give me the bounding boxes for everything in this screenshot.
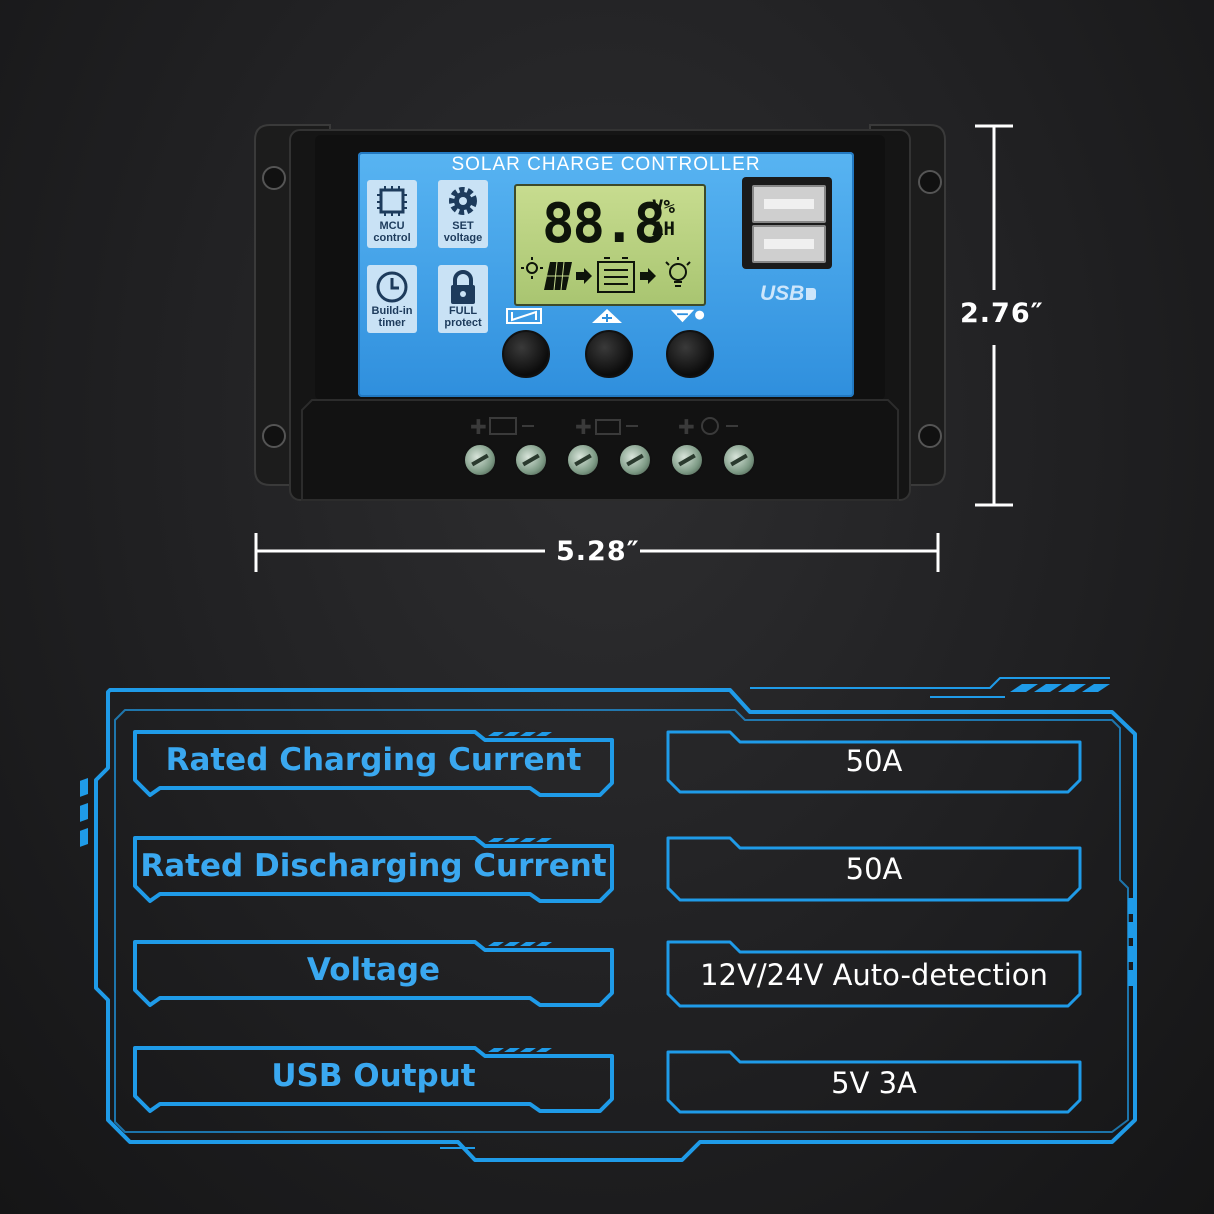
down-arrow-icon xyxy=(670,309,705,323)
spec-label-usb-output: USB Output xyxy=(271,1058,476,1094)
usb-port[interactable] xyxy=(752,225,826,263)
terminal-screw xyxy=(618,443,652,477)
spec-value-rated-discharging-current: 50A xyxy=(845,852,903,886)
usb-port[interactable] xyxy=(752,185,826,223)
feature-label: control xyxy=(373,232,411,244)
chip-icon xyxy=(377,186,407,216)
terminal-screw xyxy=(566,443,600,477)
clock-icon xyxy=(376,271,408,303)
mount-hole xyxy=(262,166,286,190)
menu-button[interactable] xyxy=(502,330,550,378)
lcd-unit-top: V% xyxy=(652,196,675,218)
lock-icon xyxy=(451,270,475,304)
lcd-digits: 88.8 xyxy=(542,192,666,255)
usb-ports xyxy=(742,177,832,269)
lcd-unit-bottom: AH xyxy=(652,218,675,240)
usb-label: USB xyxy=(760,282,817,306)
lcd-display: 88.8 V% AH xyxy=(514,184,706,306)
spec-value-voltage: 12V/24V Auto-detection xyxy=(700,958,1048,992)
bulb-icon xyxy=(665,257,691,287)
feature-label: protect xyxy=(444,317,482,329)
panel-title: SOLAR CHARGE CONTROLLER xyxy=(451,154,761,175)
feature-label: SET xyxy=(452,220,474,232)
height-dimension: 2.76″ xyxy=(960,298,1044,329)
lcd-units: V% AH xyxy=(652,196,675,240)
mount-hole xyxy=(918,170,942,194)
usb-label-text: USB xyxy=(760,282,805,305)
spec-value-usb-output: 5V 3A xyxy=(831,1066,917,1100)
solar-panel-icon xyxy=(544,261,572,291)
spec-label-rated-charging-current: Rated Charging Current xyxy=(165,742,582,778)
width-dimension: 5.28″ xyxy=(556,536,640,567)
svg-text:+: + xyxy=(470,414,487,438)
dimension-lines xyxy=(254,124,1013,572)
arrow-icon xyxy=(576,268,592,284)
feature-label: voltage xyxy=(443,232,483,244)
battery-icon xyxy=(597,257,635,293)
svg-text:+: + xyxy=(678,414,695,438)
terminal-screw xyxy=(670,443,704,477)
usb-plug-icon xyxy=(806,288,817,300)
terminal-screw xyxy=(463,443,497,477)
mount-hole xyxy=(262,424,286,448)
sun-icon xyxy=(521,257,543,279)
feature-label: MCU xyxy=(379,220,405,232)
value-box-outline xyxy=(666,730,1082,1114)
down-button[interactable] xyxy=(666,330,714,378)
terminal-screw xyxy=(722,443,756,477)
arrow-icon xyxy=(640,268,656,284)
svg-text:+: + xyxy=(575,414,592,438)
label-box-outline xyxy=(133,730,614,1113)
spec-value-rated-charging-current: 50A xyxy=(845,744,903,778)
up-arrow-icon xyxy=(592,309,622,323)
gear-icon xyxy=(449,187,477,215)
spec-label-voltage: Voltage xyxy=(306,952,441,988)
terminal-screw xyxy=(514,443,548,477)
feature-label: timer xyxy=(378,317,406,329)
lcd-flow-icons xyxy=(521,257,691,293)
menu-icon xyxy=(506,308,542,324)
mount-hole xyxy=(918,424,942,448)
feature-label: FULL xyxy=(448,305,478,317)
feature-label: Build-in xyxy=(371,305,413,317)
spec-label-rated-discharging-current: Rated Discharging Current xyxy=(140,848,607,884)
up-button[interactable] xyxy=(585,330,633,378)
